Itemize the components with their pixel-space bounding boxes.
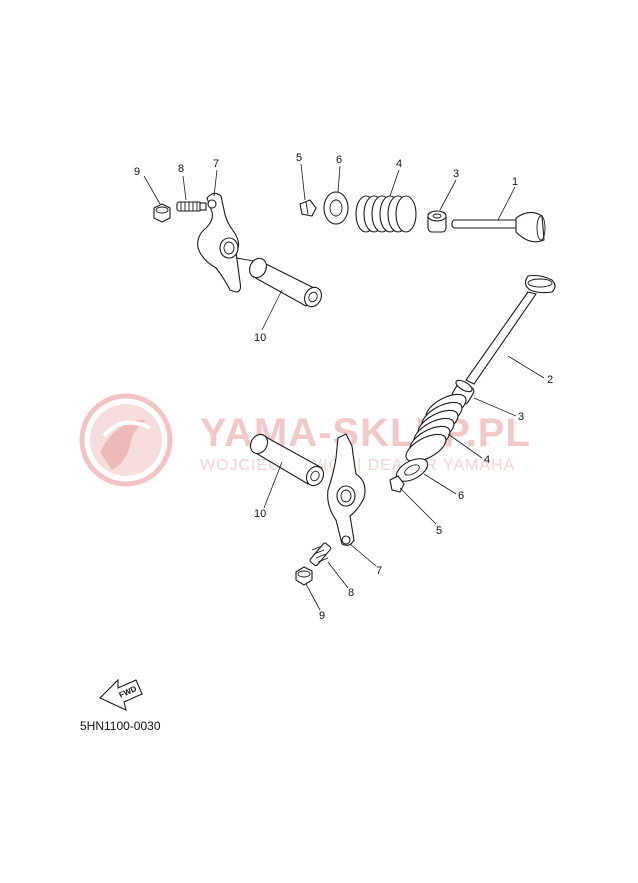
adjusting-screw-bottom <box>309 542 332 567</box>
valve-oil-seal-top <box>427 210 447 233</box>
callout-2-bottom: 2 <box>547 374 553 386</box>
callout-8-top: 8 <box>178 163 184 175</box>
fwd-arrow-icon: FWD <box>99 678 143 711</box>
diagram-code: 5HN1100-0030 <box>80 719 161 733</box>
rocker-shaft-top <box>248 257 323 308</box>
watermark-subtitle: WOJCIECHOWICZ | DEALER YAMAHA <box>200 457 515 474</box>
callout-4-top: 4 <box>396 158 402 170</box>
callout-1-top: 1 <box>512 176 518 188</box>
leader-lines <box>143 163 545 611</box>
callout-10-top: 10 <box>254 332 266 344</box>
callout-9-top: 9 <box>134 166 140 178</box>
adjusting-screw-top <box>176 201 207 212</box>
rocker-arm-top <box>197 192 261 293</box>
callout-3-top: 3 <box>453 168 459 180</box>
valve-cotter-top <box>299 199 317 217</box>
valve-spring-top <box>355 195 417 233</box>
nut-bottom <box>295 566 313 586</box>
callout-5-top: 5 <box>296 152 302 164</box>
exhaust-valve-bottom <box>465 274 556 385</box>
rocker-arm-bottom <box>327 433 366 546</box>
callout-7-bottom: 7 <box>376 565 382 577</box>
callout-5-bottom: 5 <box>436 525 442 537</box>
nut-top <box>153 203 171 223</box>
callout-10-bottom: 10 <box>254 508 266 520</box>
valve-spring-bottom <box>405 393 467 463</box>
callout-6-top: 6 <box>336 154 342 166</box>
rocker-shaft-bottom <box>249 433 325 487</box>
callout-9-bottom: 9 <box>319 610 325 622</box>
callout-3-bottom: 3 <box>518 411 524 423</box>
callout-4-bottom: 4 <box>484 454 490 466</box>
callout-7-top: 7 <box>213 158 219 170</box>
callout-8-bottom: 8 <box>348 587 354 599</box>
callout-labels: 9 8 7 5 6 4 3 1 10 2 3 4 6 5 10 7 8 9 <box>134 152 553 622</box>
watermark-logo <box>79 393 173 487</box>
intake-valve-top <box>451 211 546 243</box>
watermark-title: YAMA-SKLEP.PL <box>200 411 531 455</box>
spring-retainer-top <box>323 191 349 225</box>
callout-6-bottom: 6 <box>458 490 464 502</box>
